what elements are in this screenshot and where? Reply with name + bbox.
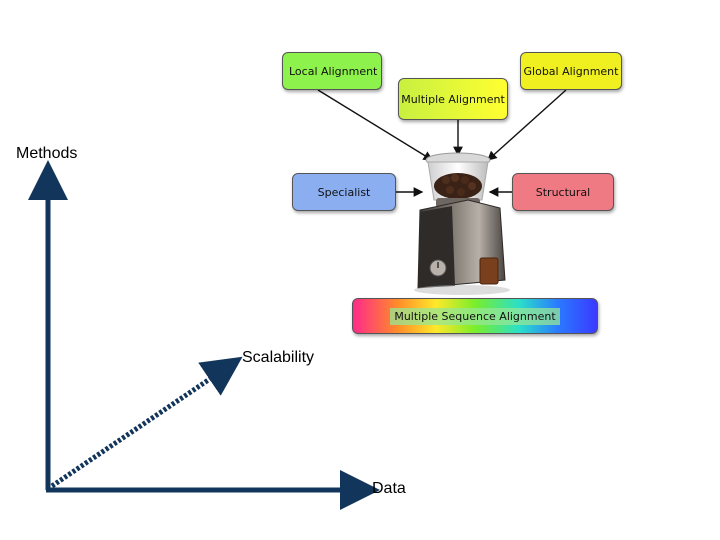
scalability-label: Scalability bbox=[242, 349, 315, 366]
local-alignment-box: Local Alignment bbox=[282, 52, 382, 90]
msa-box: Multiple Sequence Alignment bbox=[352, 298, 598, 334]
arrow-local bbox=[317, 89, 434, 161]
specialist-box: Specialist bbox=[292, 173, 396, 211]
y-axis-label: Methods bbox=[16, 145, 78, 162]
multiple-alignment-box: Multiple Alignment bbox=[398, 78, 508, 120]
structural-box: Structural bbox=[512, 173, 614, 211]
x-axis-label: Data bbox=[372, 480, 406, 497]
arrow-global bbox=[486, 89, 567, 161]
coffee-grinder-image bbox=[414, 152, 510, 295]
global-alignment-box: Global Alignment bbox=[520, 52, 622, 90]
msa-label: Multiple Sequence Alignment bbox=[390, 307, 560, 325]
scalability-arrow bbox=[50, 356, 243, 489]
